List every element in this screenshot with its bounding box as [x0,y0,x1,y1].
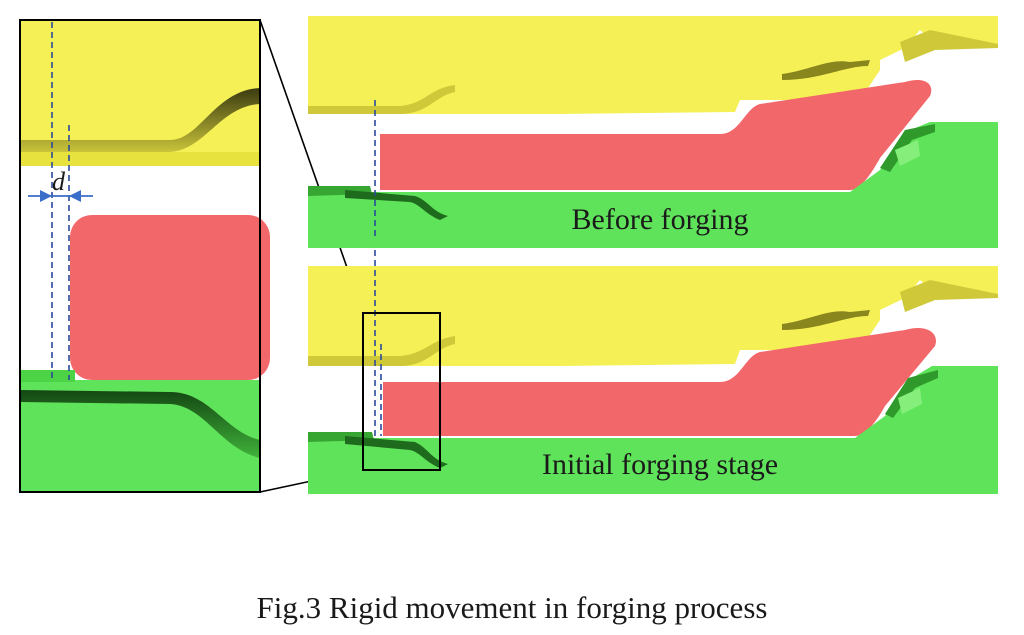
bottom-lower-die-facet [898,388,922,414]
zoom-connector-top [259,19,364,314]
panel-initial-forging: Initial forging stage [308,250,998,494]
bottom-lower-die-ridge [345,436,448,468]
panel-label-initial-forging: Initial forging stage [542,448,778,481]
panel-label-before-forging: Before forging [572,203,749,236]
top-lower-die-facet [895,140,920,166]
top-lower-die-step [880,124,935,172]
zoom-upper-die-face [20,152,260,166]
top-upper-die [308,16,998,114]
zoom-lower-die-edge [20,382,260,458]
bottom-lower-die-step [885,370,938,418]
detail-box [362,312,441,471]
top-upper-die-step [900,30,998,62]
zoom-panel: d [19,19,270,493]
bottom-billet [383,327,936,436]
bottom-upper-die [308,266,998,366]
zoom-frame [19,19,261,493]
top-billet [380,79,932,190]
gap-dimension: d [28,167,93,202]
bottom-upper-die-ridge [782,310,870,330]
dimension-arrow-right [69,190,81,202]
top-lower-die-ridge [345,190,448,220]
gap-label-d: d [52,167,66,196]
forging-figure: d Before forging [19,16,998,494]
bottom-upper-die-lip [308,336,455,366]
bottom-upper-die-step [900,280,998,312]
zoom-upper-die-edge [20,88,260,152]
top-upper-die-ridge [782,60,870,80]
bottom-lower-die [308,366,998,494]
zoom-lower-die-lip [20,370,75,382]
figure-caption: Fig.3 Rigid movement in forging process [256,590,768,625]
top-upper-die-lip [308,85,455,114]
dimension-arrow-left [40,190,52,202]
top-lower-die [308,122,998,248]
zoom-billet [70,215,270,380]
panel-before-forging: Before forging [308,16,998,248]
figure-canvas: d Before forging [19,16,998,494]
